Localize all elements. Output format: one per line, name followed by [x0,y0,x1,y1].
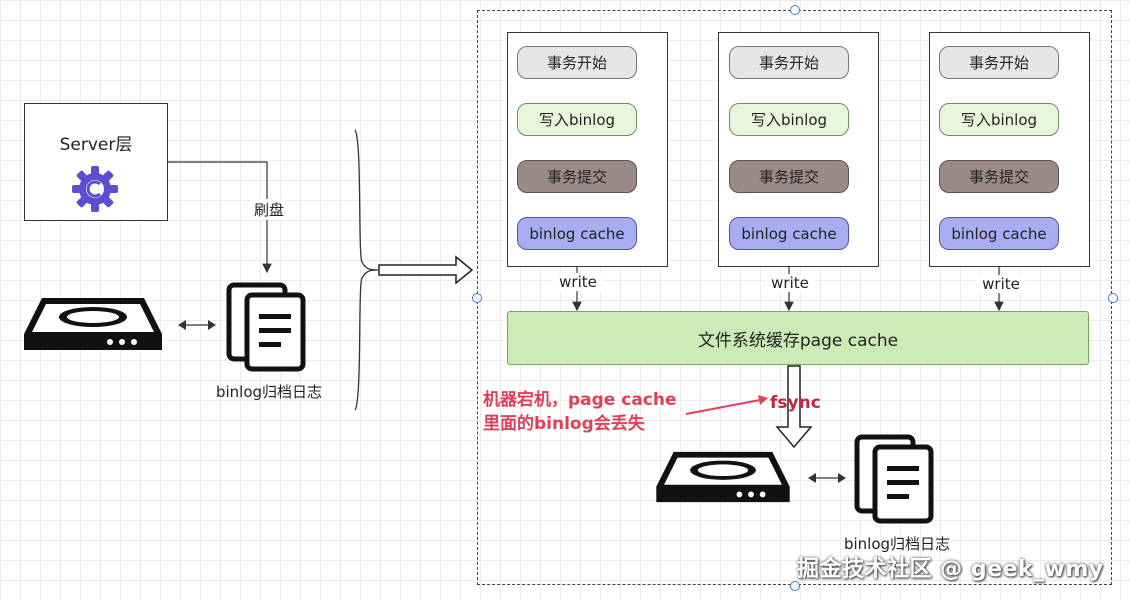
step-commit[interactable]: 事务提交 [729,160,849,193]
watermark: 掘金技术社区 @ geek_wmy [797,557,1104,582]
hollow-arrow-icon [775,365,813,449]
handle-left[interactable] [472,293,482,303]
step-write-binlog[interactable]: 写入binlog [939,103,1059,136]
step-commit[interactable]: 事务提交 [939,160,1059,193]
step-commit[interactable]: 事务提交 [517,160,637,193]
server-label: Server层 [59,135,133,155]
disk-icon [24,298,162,350]
step-write-binlog[interactable]: 写入binlog [729,103,849,136]
step-binlog-cache[interactable]: binlog cache [729,217,849,250]
hollow-arrow-icon [378,255,474,285]
double-arrow-icon [178,320,216,330]
archive-label-right: binlog归档日志 [843,535,951,553]
document-stack-icon [226,282,306,372]
write-label: write [765,274,815,292]
handle-right[interactable] [1108,293,1118,303]
page-cache-bar[interactable]: 文件系统缓存page cache [507,311,1089,365]
warning-text: 机器宕机，page cache 里面的binlog会丢失 [483,388,703,436]
archive-label-left: binlog归档日志 [215,383,323,401]
double-arrow-icon [808,473,846,483]
gear-icon [72,166,118,212]
write-label: write [976,275,1026,293]
flush-label: 刷盘 [252,199,286,220]
document-stack-icon [854,434,934,524]
step-binlog-cache[interactable]: binlog cache [517,217,637,250]
disk-icon [656,451,790,503]
step-write-binlog[interactable]: 写入binlog [517,103,637,136]
warning-line-1: 机器宕机，page cache [483,390,677,410]
handle-bottom[interactable] [790,581,800,591]
warning-line-2: 里面的binlog会丢失 [483,414,645,434]
server-box: Server层 [24,103,168,221]
fsync-label: fsync [770,393,821,413]
step-start[interactable]: 事务开始 [517,46,637,79]
step-start[interactable]: 事务开始 [939,46,1059,79]
step-binlog-cache[interactable]: binlog cache [939,217,1059,250]
step-start[interactable]: 事务开始 [729,46,849,79]
handle-top[interactable] [790,5,800,15]
write-label: write [553,273,603,291]
